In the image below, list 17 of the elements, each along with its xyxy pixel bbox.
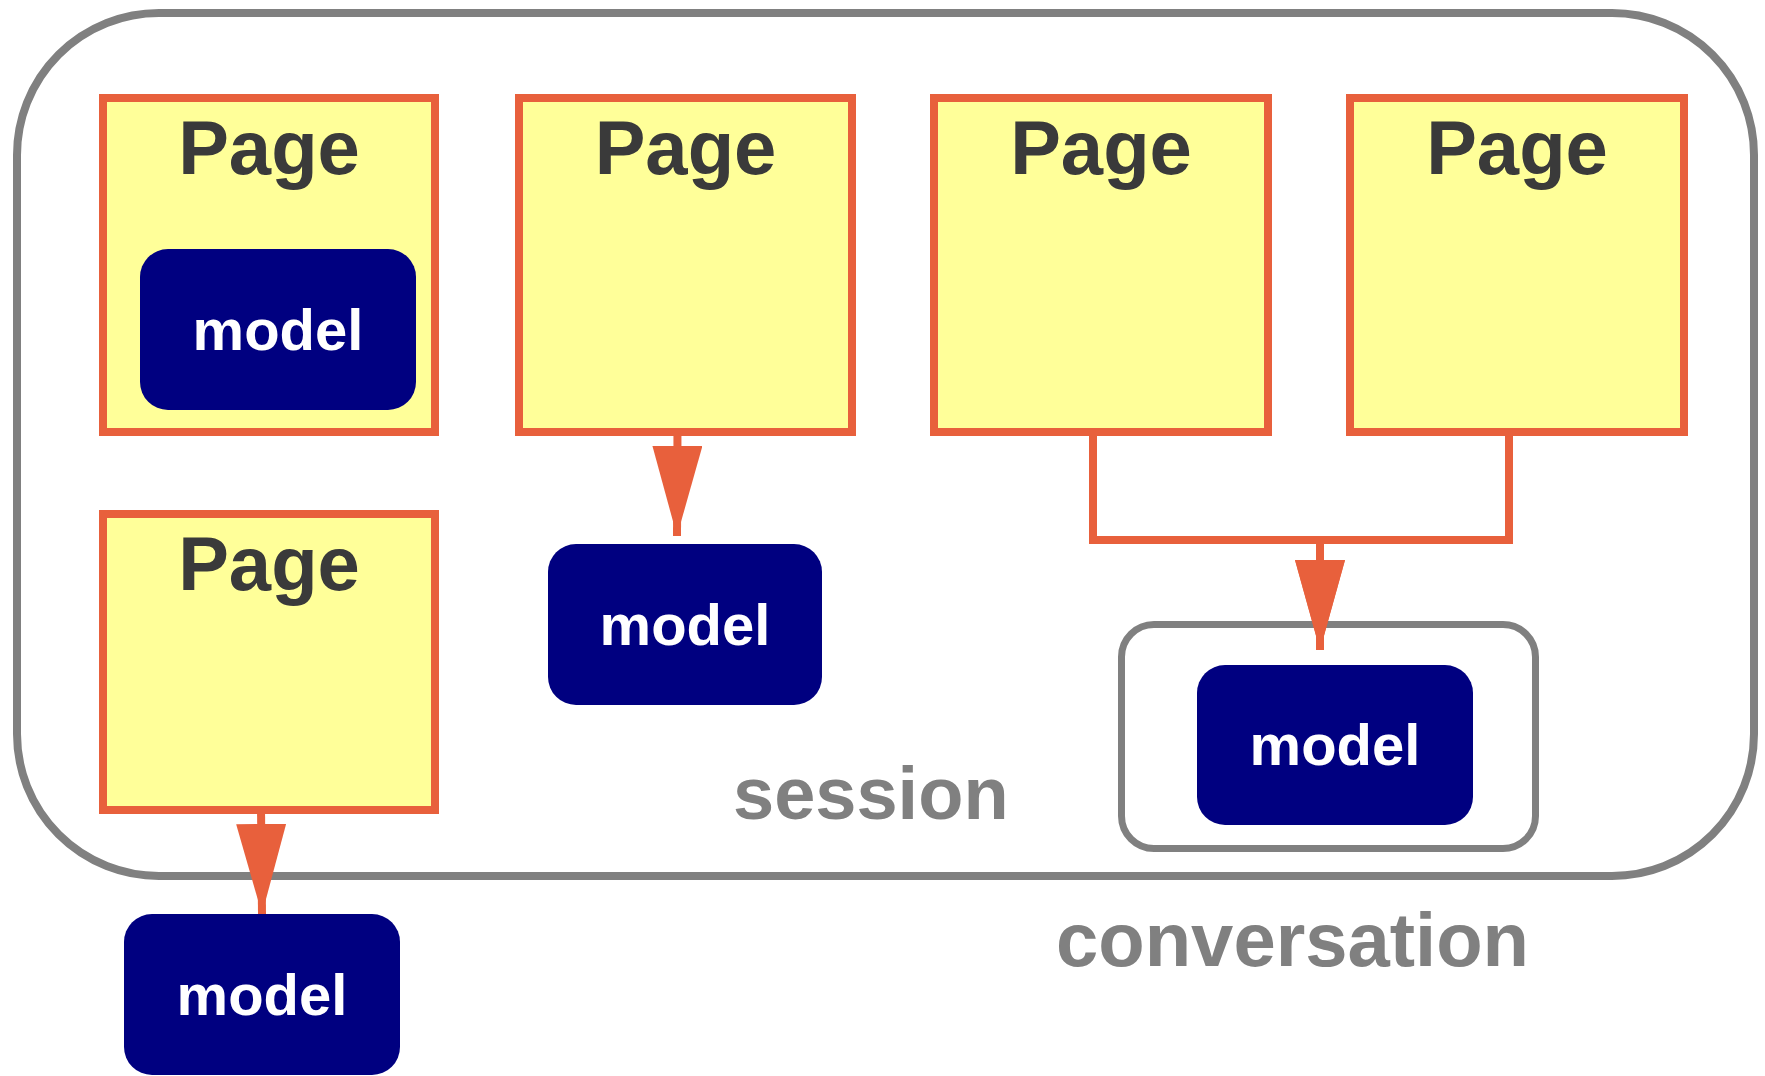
conversation-label: conversation bbox=[1056, 902, 1530, 978]
session-container bbox=[13, 9, 1758, 880]
page-box bbox=[99, 94, 439, 436]
model-box bbox=[548, 544, 822, 705]
group-box bbox=[1118, 621, 1539, 852]
model-label: model bbox=[192, 300, 364, 359]
page-box bbox=[515, 94, 856, 436]
model-label: model bbox=[599, 595, 771, 654]
page-box bbox=[99, 510, 439, 814]
page-box bbox=[930, 94, 1272, 436]
model-box bbox=[140, 249, 416, 410]
model-label: model bbox=[1249, 716, 1421, 774]
model-label: model bbox=[176, 965, 348, 1024]
page-box bbox=[1346, 94, 1688, 436]
model-box bbox=[124, 914, 400, 1075]
session-label: session bbox=[733, 757, 1009, 831]
model-box bbox=[1197, 665, 1473, 825]
